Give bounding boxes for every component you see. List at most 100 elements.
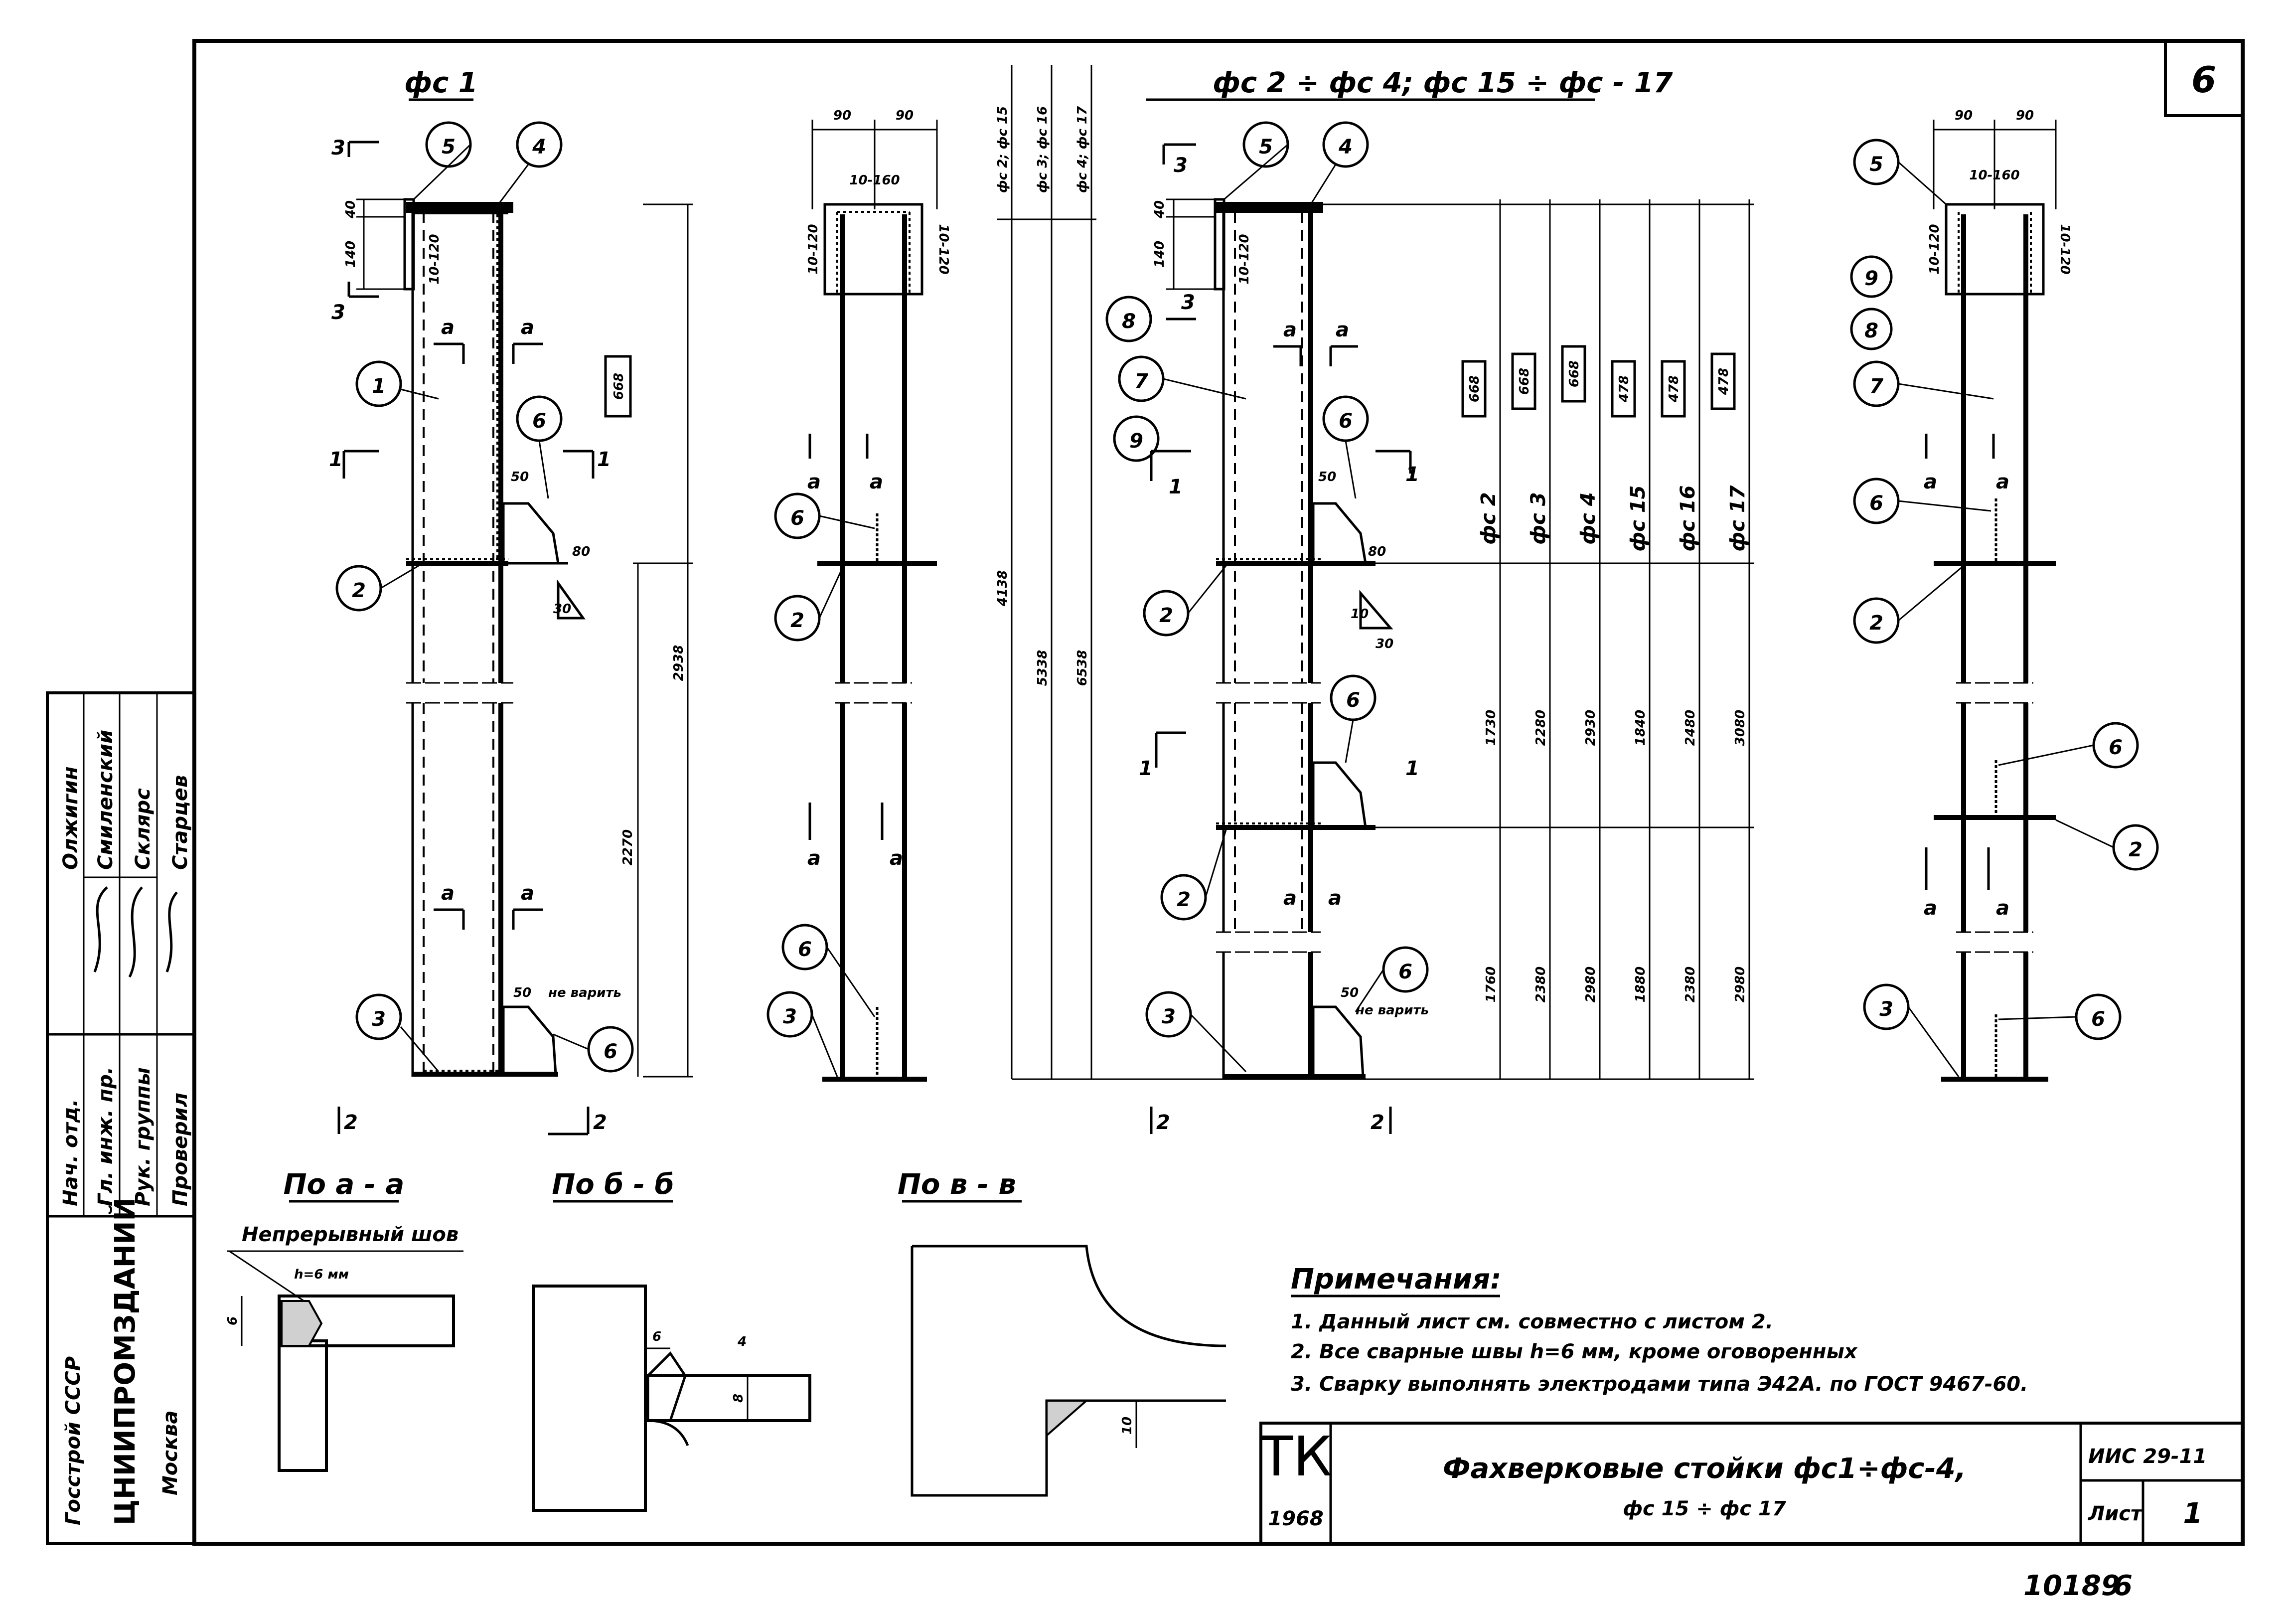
drawing-title-1: Фахверковые стойки фс1÷фс-4, (1443, 1453, 1966, 1485)
fs2-mark-1d: 1 (1405, 757, 1419, 780)
fs1-d10-120: 10-120 (427, 234, 442, 284)
weld-h-label: h=6 мм (294, 1267, 349, 1282)
fs2-callout-2b: 2 (1177, 888, 1191, 911)
fs2-no-weld: не варить (1356, 1003, 1429, 1018)
row6-h1: 3080 (1733, 710, 1748, 746)
notes: Примечания: 1. Данный лист см. совместно… (1291, 1263, 2028, 1396)
fs2-mark-1a: 1 (1169, 476, 1183, 498)
fs2-d80: 80 (1368, 544, 1386, 559)
fs1-callout-2: 2 (352, 579, 366, 602)
mid-d10-120a: 10-120 (806, 224, 821, 274)
fs1-mark-1b: 1 (597, 448, 611, 471)
fs1-mark-3-top: 3 (331, 137, 345, 160)
row6-h2: 2980 (1733, 967, 1748, 1002)
tk-year: 1968 (1268, 1507, 1323, 1530)
fs1-callout-6: 6 (532, 410, 546, 433)
sheet-number: 6 (2191, 59, 2216, 101)
rt-callout-7: 7 (1869, 375, 1883, 398)
mid-mark-a1: а (807, 471, 821, 493)
note-3: 3. Сварку выполнять электродами типа Э42… (1291, 1373, 2028, 1396)
fs2-mark-a4: а (1328, 887, 1342, 910)
mid-mark-a3: а (807, 847, 821, 870)
row4-h1: 1840 (1633, 710, 1648, 746)
org-block: Нач. отд. Гл. инж. пр. Рук. группы Прове… (46, 691, 196, 1545)
rt-callout-6b: 6 (2109, 736, 2123, 759)
name-2: Смиленский (94, 730, 117, 870)
fs1-callout-1: 1 (372, 375, 386, 398)
row4-h2: 1880 (1633, 967, 1648, 1002)
section-vv-title: По в - в (898, 1168, 1016, 1201)
fs1-lower: 2270 (620, 829, 635, 865)
row3-h1: 2930 (1583, 710, 1598, 746)
right-side-view: 90 90 10-160 10-120 10-120 5 9 8 7 6 2 6… (1850, 108, 2159, 1082)
fs2-callout-2: 2 (1159, 604, 1173, 627)
bb-dim-4: 4 (737, 1334, 747, 1349)
mid-d90a: 90 (833, 108, 851, 123)
fs1-mark-2a: 2 (344, 1111, 358, 1134)
fs1-mark-3-bot: 3 (331, 301, 345, 324)
row6-name: фс 17 (1726, 485, 1749, 551)
fs2-d50: 50 (1318, 470, 1336, 485)
tk-mark: ТК (1259, 1425, 1332, 1488)
series-code: ИИС 29-11 (2088, 1445, 2207, 1468)
rt-mark-a4: а (1996, 897, 2009, 920)
fs1-mark-a4: а (521, 882, 534, 905)
row5-badge: 478 (1667, 375, 1682, 403)
row2-badge: 668 (1517, 368, 1532, 395)
fs2-mark-a3: а (1283, 887, 1297, 910)
row2-h2: 2380 (1533, 967, 1548, 1002)
fs1-mark-a3: а (441, 882, 455, 905)
mid-callout-6b: 6 (798, 938, 812, 961)
role-group-lead: Рук. группы (132, 1067, 154, 1206)
tbl-head-1: фс 2; фс 15 (995, 106, 1010, 193)
fs2-mark-2b: 2 (1371, 1111, 1384, 1134)
row3-h2: 2980 (1583, 967, 1598, 1002)
mid-callout-2: 2 (790, 609, 804, 632)
tbl-h-3: 6538 (1075, 650, 1090, 686)
fs1-height: 2938 (671, 645, 686, 681)
fs2-d10-120: 10-120 (1237, 234, 1252, 284)
org-line-2: ЦНИИПРОМЗДАНИЙ (109, 1198, 142, 1525)
tbl-head-2: фс 3; фс 16 (1035, 106, 1050, 193)
archive-number: 10189 (2023, 1570, 2121, 1602)
row4-badge: 478 (1617, 375, 1632, 403)
row1-h1: 1730 (1484, 710, 1499, 746)
fs1-mark-1a: 1 (329, 448, 343, 471)
fs2-mark-a2: а (1336, 319, 1349, 341)
fs2-callout-9: 9 (1129, 430, 1143, 453)
rt-callout-5: 5 (1869, 153, 1883, 176)
fs2-mark-a1: а (1283, 319, 1297, 341)
fs1-mark-a2: а (521, 316, 534, 339)
fs2-elevation: 40 140 10-120 50 30 80 10 50 не варить 5… (1105, 121, 1429, 1134)
fs1-d40: 40 (343, 200, 358, 219)
fs2-d140: 140 (1152, 241, 1167, 268)
tbl-head-3: фс 4; фс 17 (1075, 106, 1090, 193)
fs1-callout-6b: 6 (604, 1040, 617, 1063)
fs2-callout-5: 5 (1259, 136, 1273, 159)
row3-badge: 668 (1567, 360, 1582, 387)
row4-name: фс 15 (1627, 486, 1650, 552)
sheet-label: Лист (2088, 1502, 2143, 1525)
fs2-title: фс 2 ÷ фс 4; фс 15 ÷ фс - 17 (1213, 67, 1673, 99)
sheet-number-box (2164, 39, 2244, 117)
mid-callout-6: 6 (790, 507, 804, 530)
fs1-callout-4: 4 (532, 136, 546, 159)
signature-scribbles (93, 886, 178, 978)
fs1-title: фс 1 (404, 67, 477, 99)
row1-badge: 668 (1467, 375, 1482, 402)
rt-d90a: 90 (1955, 108, 1973, 123)
row5-h2: 2380 (1683, 967, 1698, 1002)
sheet-value: 1 (2183, 1497, 2203, 1530)
height-table: фс 2 ÷ фс 4; фс 15 ÷ фс - 17 фс 2; фс 15… (995, 65, 1754, 1080)
row1-name: фс 2 (1477, 492, 1500, 544)
role-chief-engineer: Гл. инж. пр. (94, 1067, 117, 1206)
fs2-mark-2a: 2 (1156, 1111, 1170, 1134)
rt-callout-3: 3 (1879, 998, 1893, 1021)
rt-callout-9: 9 (1864, 267, 1878, 290)
row2-name: фс 3 (1527, 492, 1550, 544)
fs2-callout-6b: 6 (1346, 689, 1360, 712)
fs1-d50: 50 (511, 470, 529, 485)
rt-callout-6: 6 (1869, 492, 1883, 515)
notes-title: Примечания: (1291, 1263, 1501, 1295)
fs2-mark-1c: 1 (1139, 757, 1153, 780)
